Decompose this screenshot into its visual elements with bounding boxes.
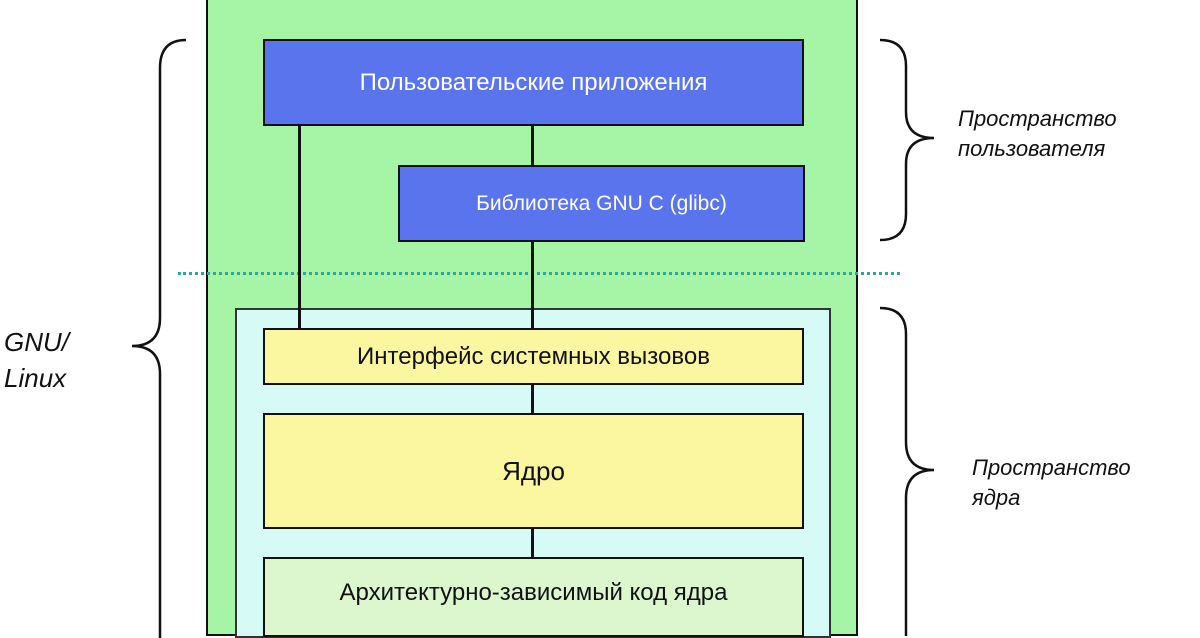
- glibc-label: Библиотека GNU C (glibc): [476, 191, 727, 215]
- connector-apps-to-glibc: [531, 124, 534, 166]
- user-space-brace: [879, 38, 935, 242]
- arch-dependent-code-label: Архитектурно-зависимый код ядра: [339, 579, 728, 606]
- kernel-space-label: Пространство ядра: [972, 453, 1131, 513]
- user-kernel-divider: [178, 272, 900, 275]
- gnu-linux-label: GNU/ Linux: [4, 324, 69, 396]
- connector-syscall-to-kernel: [531, 383, 534, 415]
- syscall-interface-label: Интерфейс системных вызовов: [357, 342, 710, 370]
- connector-apps-to-syscall: [298, 124, 301, 330]
- user-space-label: Пространство пользователя: [958, 104, 1117, 164]
- connector-glibc-to-syscall: [531, 240, 534, 330]
- syscall-interface-box: Интерфейс системных вызовов: [263, 328, 804, 385]
- kernel-label: Ядро: [502, 455, 565, 486]
- user-applications-box: Пользовательские приложения: [263, 39, 804, 126]
- user-applications-label: Пользовательские приложения: [359, 68, 708, 96]
- kernel-box: Ядро: [263, 413, 804, 529]
- kernel-space-label-line1: Пространство: [972, 455, 1131, 480]
- user-space-label-line1: Пространство: [958, 106, 1117, 131]
- user-space-label-line2: пользователя: [958, 136, 1106, 161]
- arch-dependent-code-box: Архитектурно-зависимый код ядра: [263, 557, 804, 637]
- glibc-box: Библиотека GNU C (glibc): [398, 165, 805, 242]
- connector-kernel-to-arch: [531, 527, 534, 559]
- gnu-linux-brace: [131, 38, 187, 638]
- kernel-space-brace: [879, 306, 935, 636]
- gnu-linux-label-line1: GNU/: [4, 327, 69, 357]
- gnu-linux-label-line2: Linux: [4, 363, 67, 393]
- kernel-space-label-line2: ядра: [972, 485, 1021, 510]
